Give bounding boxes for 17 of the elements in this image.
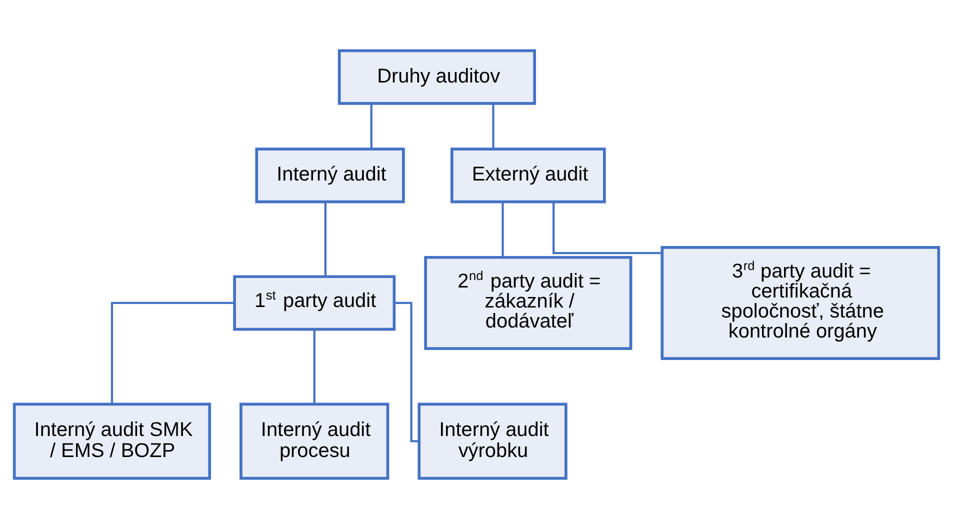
connector (492, 104, 494, 149)
node-box: Interný audit výrobku (418, 402, 568, 480)
node-box: 3$^{rd}$ party audit = certifikačná spoločnosť, štátne kontrolné orgány (660, 246, 940, 360)
node-box: Interný audit SMK / EMS / BOZP (12, 402, 212, 480)
node-box: Interný audit (255, 148, 405, 204)
connector (552, 202, 662, 254)
node-box: Externý audit (450, 148, 606, 204)
node-box: Interný audit procesu (240, 402, 390, 480)
connector (370, 104, 372, 149)
connector (313, 330, 316, 404)
connector (502, 202, 504, 257)
node-box: Druhy auditov (338, 49, 536, 105)
connector (324, 202, 326, 277)
node-box: 2$^{nd}$ party audit = zákazník / dodávateľ (424, 256, 632, 350)
node-box: 1$^{st}$ party audit (233, 275, 396, 331)
connector (394, 302, 419, 442)
connector (110, 302, 234, 404)
